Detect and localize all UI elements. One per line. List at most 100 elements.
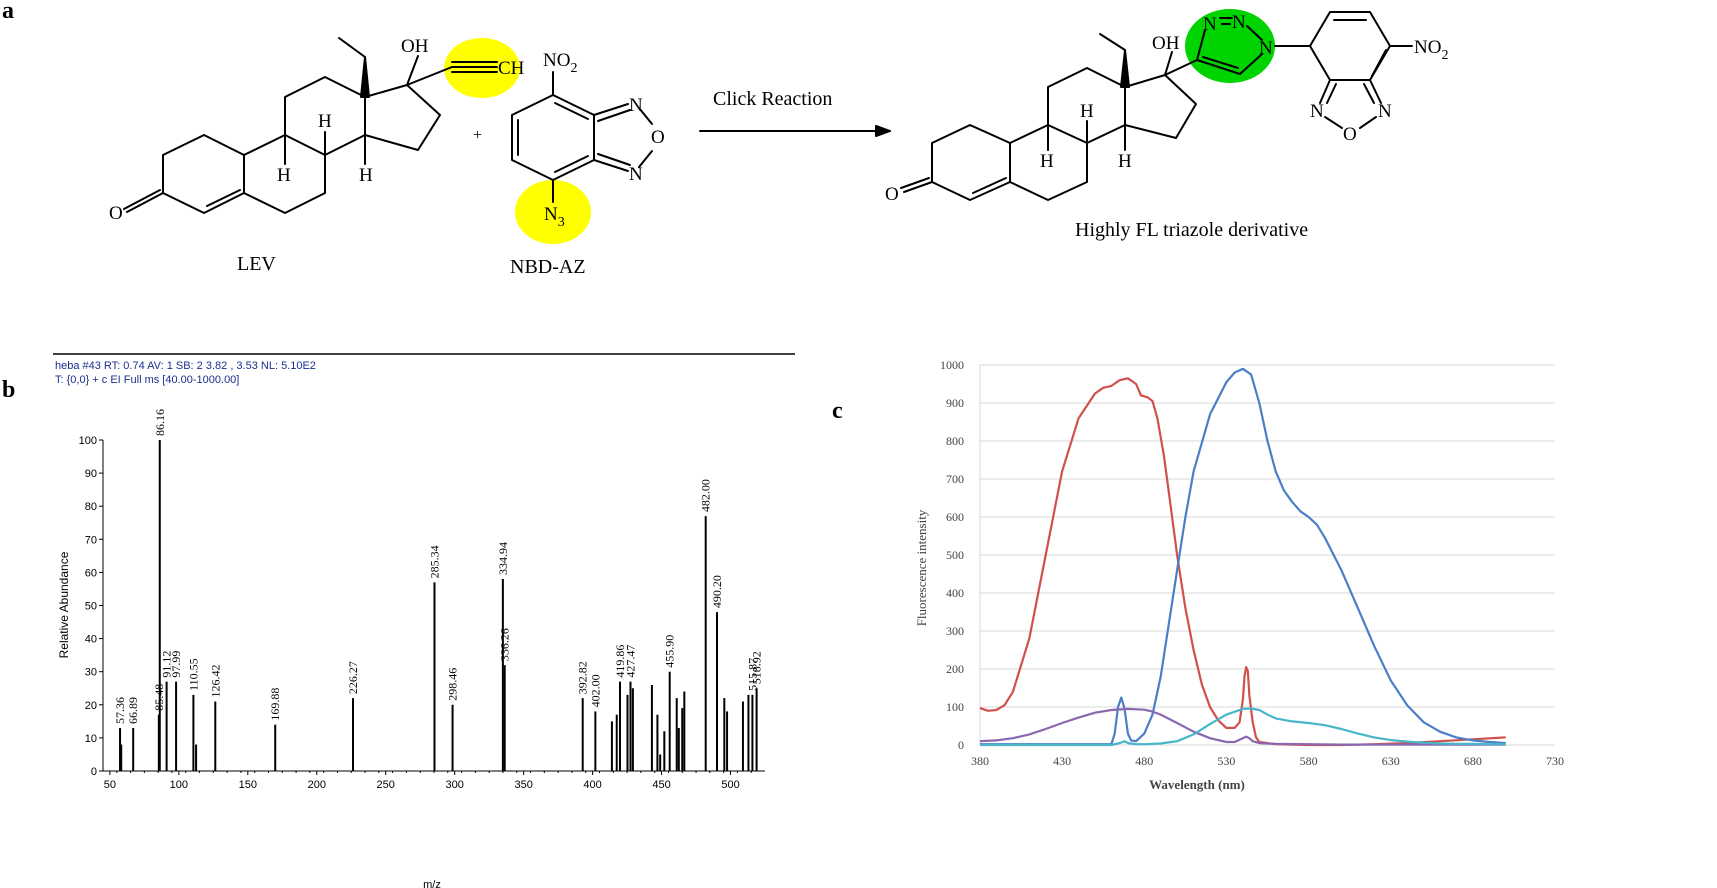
- triazole-n3-label: N: [1259, 38, 1273, 59]
- fl-y-tick-label: 1000: [940, 358, 964, 372]
- product-no2-label: NO2: [1414, 37, 1448, 63]
- ms-peak-label: 455.90: [663, 635, 677, 668]
- mass-spectrum-chart: heba #43 RT: 0.74 AV: 1 SB: 2 3.82 , 3.5…: [53, 353, 795, 888]
- ms-peak-label: 126.42: [208, 664, 222, 697]
- ms-peak-label: 298.46: [446, 668, 460, 701]
- triazole-highlight: [1185, 9, 1275, 83]
- ms-x-tick-label: 450: [652, 779, 670, 791]
- ms-peak-label: 392.82: [576, 661, 590, 694]
- product-nbd-n1-label: N: [1310, 101, 1324, 122]
- ms-peak-label: 482.00: [699, 479, 713, 512]
- ms-peak-label: 169.88: [268, 688, 282, 721]
- lev-o-label: O: [109, 203, 123, 224]
- fl-y-tick-label: 700: [946, 472, 964, 486]
- ms-header-line1: heba #43 RT: 0.74 AV: 1 SB: 2 3.82 , 3.5…: [55, 360, 316, 372]
- ms-y-tick-label: 70: [85, 534, 97, 546]
- ms-header-line2: T: {0,0} + c EI Full ms [40.00-1000.00]: [55, 374, 239, 386]
- ms-y-tick-label: 90: [85, 468, 97, 480]
- product-h1-label: H: [1040, 151, 1054, 172]
- ms-x-tick-label: 300: [446, 779, 464, 791]
- product-nbd-o-label: O: [1343, 124, 1357, 145]
- nbd-o-label: O: [651, 127, 665, 148]
- fl-y-tick-label: 200: [946, 662, 964, 676]
- ms-peak-label: 97.99: [169, 651, 183, 678]
- ms-peak-label: 518.92: [750, 651, 764, 684]
- nbd-n-top-label: N: [629, 95, 643, 116]
- fl-y-axis-label: Fluorescence intensity: [914, 509, 929, 626]
- lev-oh-label: OH: [401, 36, 429, 57]
- product-oh-label: OH: [1152, 33, 1180, 54]
- product-o-label: O: [885, 184, 899, 205]
- azide-highlight: [515, 180, 591, 244]
- ms-peak-label: 402.00: [588, 674, 602, 707]
- nbd-n-bottom-label: N: [629, 164, 643, 185]
- ms-x-axis-label: m/z: [423, 879, 441, 888]
- product-nbd-n2-label: N: [1378, 101, 1392, 122]
- ms-peak-label: 427.47: [623, 645, 637, 678]
- ms-x-tick-label: 350: [514, 779, 532, 791]
- ms-x-tick-label: 100: [170, 779, 188, 791]
- ms-peak-label: 86.16: [153, 409, 167, 436]
- ms-x-tick-label: 250: [377, 779, 395, 791]
- lev-h1-label: H: [277, 165, 291, 186]
- fl-x-tick-label: 530: [1217, 754, 1235, 768]
- ms-y-tick-label: 20: [85, 700, 97, 712]
- ms-y-tick-label: 0: [91, 766, 97, 778]
- panel-letter-a: a: [2, 0, 14, 24]
- fl-series-line: [979, 377, 1506, 747]
- fl-series-line: [979, 707, 1506, 746]
- ms-peak-label: 490.20: [710, 575, 724, 608]
- product-h3-label: H: [1118, 151, 1132, 172]
- ms-x-tick-label: 150: [239, 779, 257, 791]
- lev-ch-label: CH: [498, 58, 525, 79]
- nbd-az-structure: [511, 71, 653, 203]
- triazole-n1-label: N: [1203, 14, 1217, 35]
- nbd-n3-label: N3: [544, 204, 565, 230]
- fl-series-line: [980, 367, 1506, 746]
- ms-y-tick-label: 40: [85, 634, 97, 646]
- ms-y-tick-label: 100: [79, 435, 97, 447]
- fl-y-tick-label: 900: [946, 396, 964, 410]
- fl-x-tick-label: 680: [1464, 754, 1482, 768]
- fl-x-tick-label: 580: [1300, 754, 1318, 768]
- ms-y-tick-label: 30: [85, 667, 97, 679]
- ms-x-tick-label: 400: [583, 779, 601, 791]
- ms-x-tick-label: 200: [308, 779, 326, 791]
- product-h2-label: H: [1080, 101, 1094, 122]
- ms-peak-label: 110.55: [186, 658, 200, 691]
- lev-h2-label: H: [318, 111, 332, 132]
- fl-x-axis-label: Wavelength (nm): [1149, 777, 1245, 792]
- lev-h3-label: H: [359, 165, 373, 186]
- ms-peak-label: 285.34: [427, 545, 441, 578]
- ms-x-tick-label: 500: [721, 779, 739, 791]
- fl-x-tick-label: 380: [971, 754, 989, 768]
- ms-peak-label: 57.36: [113, 697, 127, 724]
- fl-x-tick-label: 430: [1053, 754, 1071, 768]
- fl-y-tick-label: 500: [946, 548, 964, 562]
- fl-y-tick-label: 600: [946, 510, 964, 524]
- ms-x-tick-label: 50: [104, 779, 116, 791]
- triazole-n2-label: N: [1232, 12, 1246, 33]
- lev-name: LEV: [237, 253, 276, 275]
- ms-peak-label: 336.26: [498, 628, 512, 661]
- lev-structure: [123, 37, 498, 214]
- fl-x-tick-label: 730: [1546, 754, 1564, 768]
- nbd-az-name: NBD-AZ: [510, 256, 586, 278]
- fl-y-tick-label: 400: [946, 586, 964, 600]
- ms-y-tick-label: 50: [85, 601, 97, 613]
- ms-peak-label: 226.27: [346, 661, 360, 694]
- reaction-scheme: OH CH H H H O NO2 N O N N3 OH H H H O N …: [109, 9, 1448, 278]
- plus-sign: +: [473, 127, 482, 144]
- ms-y-tick-label: 10: [85, 733, 97, 745]
- product-name: Highly FL triazole derivative: [1075, 219, 1308, 241]
- ms-y-tick-label: 60: [85, 567, 97, 579]
- fl-series-line: [980, 707, 1506, 747]
- product-structure: [900, 11, 1413, 201]
- fl-y-tick-label: 800: [946, 434, 964, 448]
- ms-peak-label: 91.12: [160, 651, 174, 678]
- ms-peak-label: 515.87: [745, 658, 759, 691]
- nbd-no2-label: NO2: [543, 50, 577, 76]
- ms-peak-label: 419.86: [613, 645, 627, 678]
